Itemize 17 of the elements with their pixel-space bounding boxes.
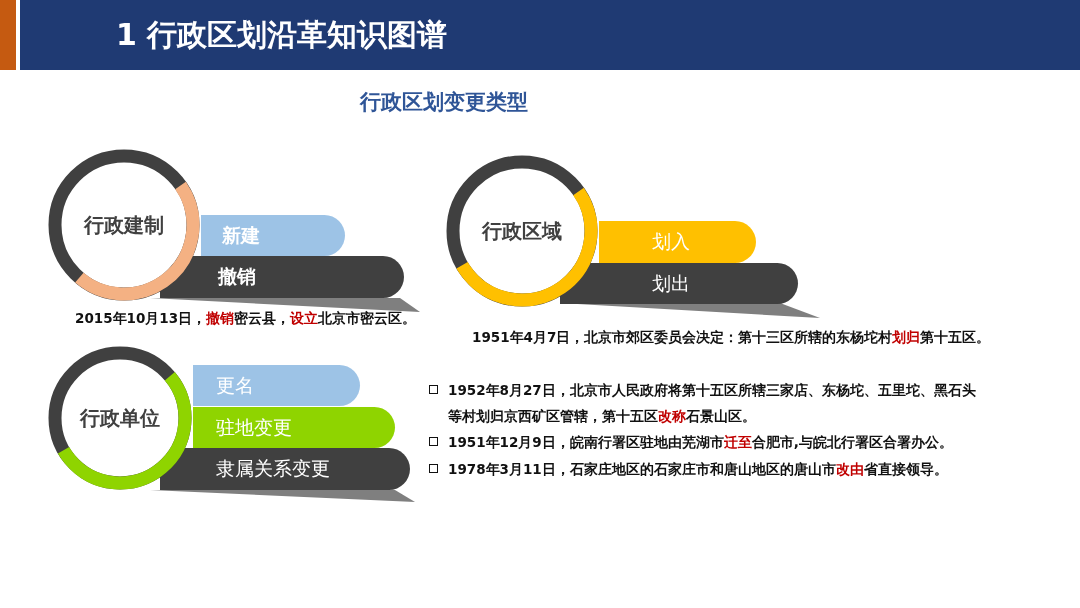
option-bar: 隶属关系变更 bbox=[160, 448, 410, 490]
example-note: 1951年4月7日，北京市郊区委员会决定：第十三区所辖的东杨坨村划归第十五区。 bbox=[472, 329, 991, 347]
option-bar: 驻地变更 bbox=[193, 407, 395, 448]
bullet-item: 1951年12月9日，皖南行署区驻地由芜湖市迁至合肥市,与皖北行署区合署办公。 bbox=[448, 433, 954, 452]
section-heading: 行政区划变更类型 bbox=[360, 89, 528, 116]
option-bar: 划入 bbox=[599, 221, 756, 263]
option-bar: 划出 bbox=[560, 263, 798, 304]
ring-circle: 行政建制 bbox=[48, 149, 200, 301]
option-bar: 撤销 bbox=[160, 256, 404, 298]
page-title: 1 行政区划沿革知识图谱 bbox=[116, 16, 448, 54]
bullet-item: 1952年8月27日，北京市人民政府将第十五区所辖三家店、东杨坨、五里坨、黑石头等村划归京西矿区管辖，第十五区改称石景山区。 bbox=[448, 381, 977, 426]
ring-circle: 行政单位 bbox=[48, 346, 192, 490]
option-bar: 更名 bbox=[193, 365, 360, 406]
ring-circle: 行政区域 bbox=[446, 155, 598, 307]
bullet-item: 1978年3月11日，石家庄地区的石家庄市和唐山地区的唐山市改由省直接领导。 bbox=[448, 460, 949, 479]
example-note: 2015年10月13日，撤销密云县，设立北京市密云区。 bbox=[75, 310, 417, 328]
option-bar: 新建 bbox=[201, 215, 345, 256]
